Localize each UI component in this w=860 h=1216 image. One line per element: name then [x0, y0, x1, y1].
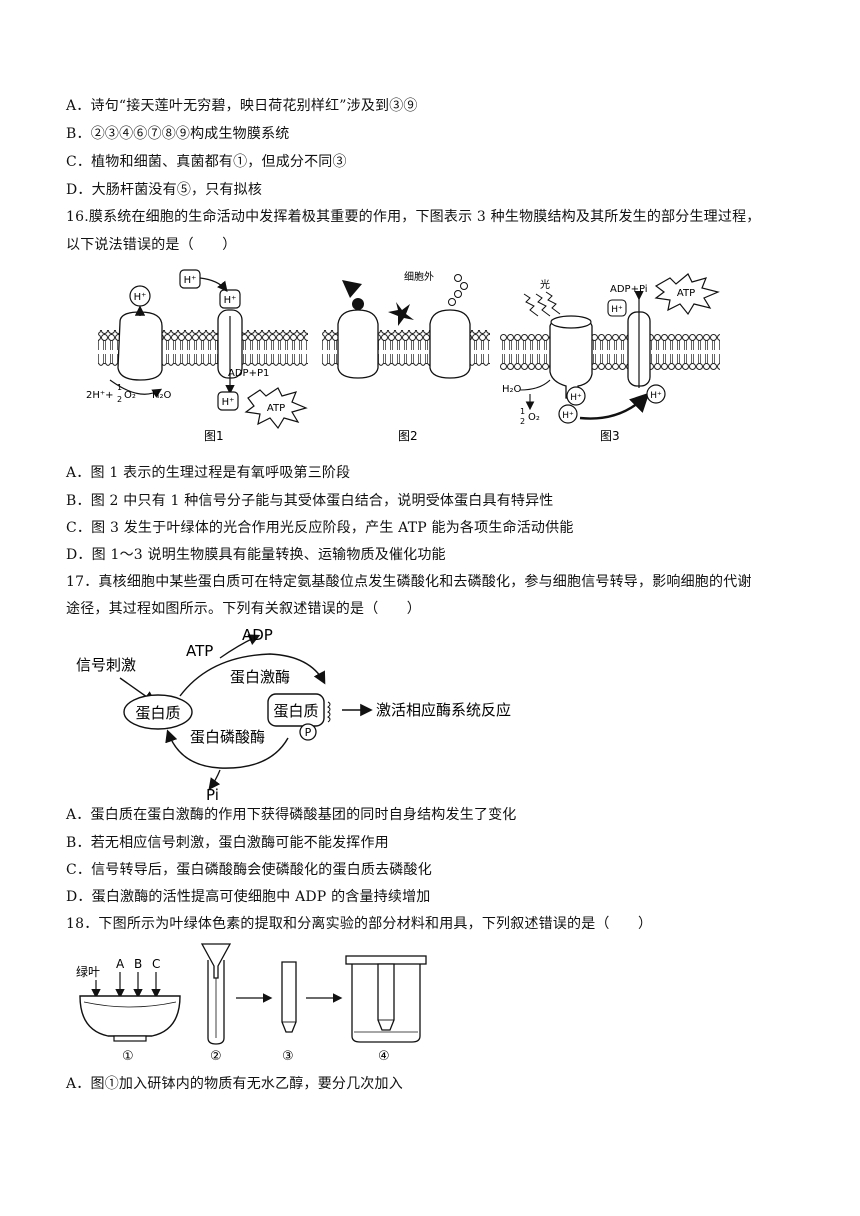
- fig3-photosystem: [549, 317, 593, 399]
- q16-option-d: D．图 1～3 说明生物膜具有能量转换、运输物质及催化功能: [66, 547, 446, 563]
- q17-option-c: C．信号转导后，蛋白磷酸酶会使磷酸化的蛋白质去磷酸化: [66, 862, 432, 878]
- reagent-b-label: B: [134, 957, 142, 971]
- q17-option-b: B．若无相应信号刺激，蛋白激酶可能不能发挥作用: [66, 835, 389, 851]
- label-n3: ③: [282, 1049, 294, 1064]
- q18-option-a: A．图①加入研钵内的物质有无水乙醇，要分几次加入: [66, 1076, 403, 1092]
- q16-option-a: A．图 1 表示的生理过程是有氧呼吸第三阶段: [66, 465, 351, 481]
- activate-enzyme-label: 激活相应酶系统反应: [376, 701, 511, 719]
- fig3-h-ion-left: H⁺: [566, 386, 586, 406]
- fig3-atp-label: ATP: [677, 288, 695, 299]
- fig1-h-ion-top-mid: H⁺: [179, 269, 201, 289]
- fig1-protein-complex: [117, 311, 163, 381]
- fig3-o2-label: O₂: [528, 412, 540, 423]
- fig3-h-ion-top: H⁺: [607, 299, 627, 317]
- q15-option-b: B．②③④⑥⑦⑧⑨构成生物膜系统: [66, 126, 290, 142]
- svg-text:H⁺: H⁺: [611, 305, 623, 315]
- svg-text:H⁺: H⁺: [562, 411, 574, 421]
- pi-label: Pi: [206, 786, 219, 800]
- fig2-receptor-right: [429, 309, 471, 379]
- q16-stem-line2: 以下说法错误的是（ ）: [66, 237, 237, 253]
- leaf-label: 绿叶: [76, 964, 100, 979]
- svg-text:H⁺: H⁺: [222, 397, 235, 408]
- label-n2: ②: [210, 1049, 222, 1064]
- fig3-h2o-label: H₂O: [502, 384, 522, 395]
- fig3-light-label: 光: [540, 278, 550, 291]
- q15-option-d: D．大肠杆菌没有⑤，只有拟核: [66, 182, 263, 198]
- label-n4: ④: [378, 1049, 390, 1064]
- q17-option-d: D．蛋白激酶的活性提高可使细胞中 ADP 的含量持续增加: [66, 889, 431, 905]
- fig1-adp-label: ADP+P1: [228, 368, 269, 379]
- protein-kinase-label: 蛋白激酶: [230, 668, 290, 686]
- adp-label: ADP: [242, 626, 273, 644]
- fig3-h-ion-right: H⁺: [646, 384, 666, 404]
- phosphorylation-figure: 信号刺激 蛋白质 ATP ADP 蛋白激酶 蛋白质 P 激活相应酶系统反应 蛋白…: [76, 626, 511, 800]
- fig1-o2-label: O₂: [124, 390, 136, 401]
- q15-option-a: A．诗句“接天莲叶无穷碧，映日荷花别样红”涉及到③⑨: [66, 98, 418, 114]
- fig1-h2o-label: H₂O: [152, 390, 172, 401]
- fig1-h-ion-top-left: H⁺: [129, 285, 151, 307]
- phosphate-label: P: [305, 726, 312, 739]
- q16-stem-line1: 16.膜系统在细胞的生命活动中发挥着极其重要的作用，下图表示 3 种生物膜结构及…: [66, 209, 761, 225]
- fig2-diagram: 细胞外 图2: [322, 270, 490, 443]
- fig1-h-ion-bottom: H⁺: [217, 391, 239, 411]
- fig2-outside-label: 细胞外: [404, 270, 434, 283]
- fig1-h-ion-top-right: H⁺: [219, 289, 241, 309]
- svg-text:H⁺: H⁺: [184, 275, 197, 286]
- protein-left-label: 蛋白质: [135, 704, 180, 722]
- fig3-atp-burst: [654, 273, 720, 316]
- q16-option-c: C．图 3 发生于叶绿体的光合作用光反应阶段，产生 ATP 能为各项生命活动供能: [66, 520, 574, 536]
- funnel-test-tube: ②: [200, 943, 232, 1064]
- fig1-caption: 图1: [204, 429, 224, 443]
- filter-paper-strip: ③: [281, 961, 297, 1064]
- protein-phosphorylated: [267, 693, 325, 727]
- fig1-atp-burst: [244, 387, 308, 430]
- fig2-receptor-left: [337, 309, 379, 379]
- svg-text:H⁺: H⁺: [570, 393, 582, 403]
- phosphate-group: [299, 723, 317, 741]
- q18-stem-line1: 18．下图所示为叶绿体色素的提取和分离实验的部分材料和用具，下列叙述错误的是（ …: [66, 916, 653, 932]
- mortar: 绿叶 A B C ①: [76, 957, 181, 1064]
- q17-stem-line2: 途径，其过程如图所示。下列有关叙述错误的是（ ）: [66, 601, 421, 617]
- fig2-signal-bound: [352, 298, 364, 310]
- pigment-experiment-figure: 绿叶 A B C ① ② ③: [76, 943, 427, 1064]
- signal-stimulus-label: 信号刺激: [76, 656, 136, 674]
- svg-text:H⁺: H⁺: [650, 391, 662, 401]
- fig2-caption: 图2: [398, 429, 418, 443]
- label-n1: ①: [122, 1049, 134, 1064]
- fig1-atp-label: ATP: [267, 403, 285, 414]
- membrane-figure: H⁺ H⁺ H⁺ 2H⁺+ 1 2 O₂ H₂O ADP+P1: [86, 269, 720, 443]
- reagent-c-label: C: [152, 957, 160, 971]
- fig3-diagram: 光 H₂O 1 2 O₂ H⁺ H⁺ ADP+Pi: [500, 273, 720, 443]
- fig1-half-num: 1: [117, 383, 122, 392]
- q17-stem-line1: 17．真核细胞中某些蛋白质可在特定氨基酸位点发生磷酸化和去磷酸化，参与细胞信号转…: [66, 574, 752, 590]
- atp-label: ATP: [186, 642, 213, 660]
- protein-right-label: 蛋白质: [273, 702, 318, 720]
- fig3-half-num: 1: [520, 407, 525, 416]
- svg-text:H⁺: H⁺: [224, 295, 237, 306]
- protein-phosphatase-label: 蛋白磷酸酶: [190, 728, 265, 746]
- fig2-signal-molecule: [342, 280, 362, 298]
- fig1-reactants: 2H⁺+: [86, 390, 114, 401]
- fig1-diagram: H⁺ H⁺ H⁺ 2H⁺+ 1 2 O₂ H₂O ADP+P1: [86, 269, 308, 443]
- beaker-with-strip: ④: [345, 955, 427, 1064]
- protein-unphosphorylated: [123, 694, 193, 730]
- reagent-a-label: A: [116, 957, 125, 971]
- fig3-half-den: 2: [520, 417, 525, 426]
- q17-option-a: A．蛋白质在蛋白激酶的作用下获得磷酸基团的同时自身结构发生了变化: [66, 807, 517, 823]
- fig3-h-ion-bottom: H⁺: [558, 404, 578, 424]
- fig2-signal-star: [388, 302, 414, 326]
- q15-option-c: C．植物和细菌、真菌都有①，但成分不同③: [66, 154, 347, 170]
- fig3-adp-label: ADP+Pi: [610, 284, 648, 295]
- q16-option-b: B．图 2 中只有 1 种信号分子能与其受体蛋白结合，说明受体蛋白具有特异性: [66, 493, 554, 509]
- svg-text:H⁺: H⁺: [134, 292, 147, 303]
- fig1-half-den: 2: [117, 395, 122, 404]
- fig3-caption: 图3: [600, 429, 620, 443]
